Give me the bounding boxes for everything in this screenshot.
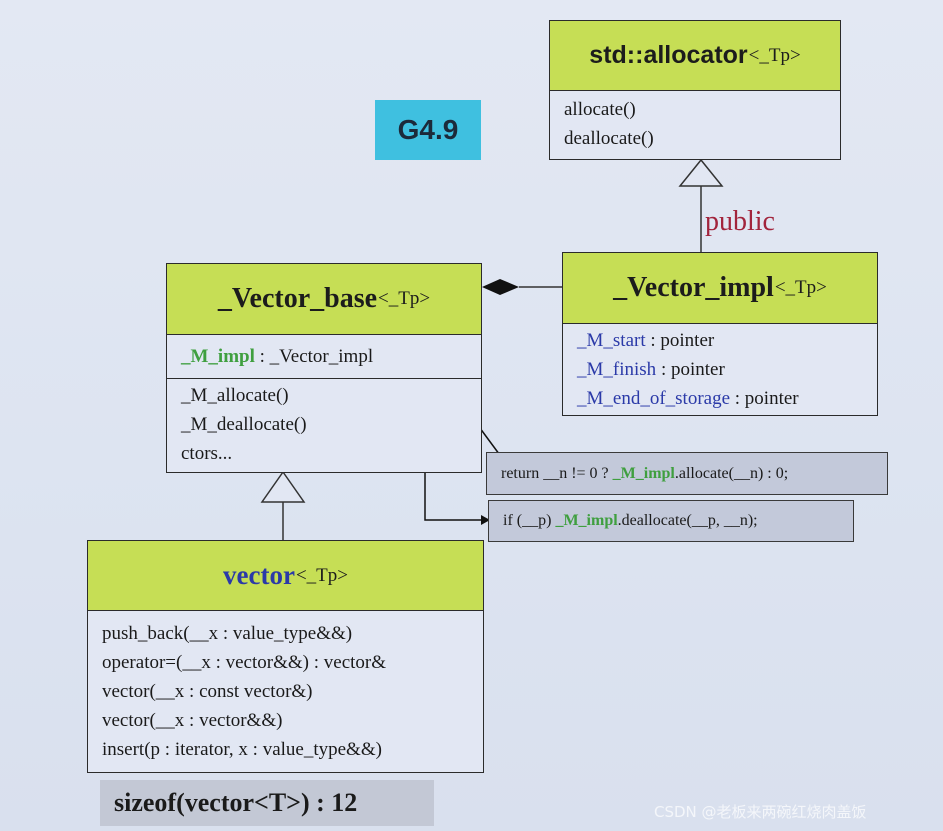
callout-text-post: .deallocate(__p, __n); — [617, 512, 758, 529]
vector-method: push_back(__x : value_type&&) — [102, 623, 353, 644]
vector-class-box: vector <_Tp> push_back(__x : value_type&… — [87, 540, 484, 773]
vector-base-field: _M_impl : _Vector_impl — [181, 342, 467, 371]
vector-method: insert(p : iterator, x : value_type&&) — [102, 739, 382, 760]
vector-impl-class-box: _Vector_impl <_Tp> _M_start : pointer _M… — [562, 252, 878, 416]
callout-text-pre: if (__p) — [503, 512, 556, 529]
vector-base-fields: _M_impl : _Vector_impl — [167, 335, 481, 379]
inheritance-label-public: public — [705, 206, 775, 237]
vector-base-methods: _M_allocate() _M_deallocate() ctors... — [167, 379, 481, 468]
callout-text-pre: return __n != 0 ? — [501, 464, 613, 482]
version-badge-text: G4.9 — [397, 114, 459, 145]
watermark: CSDN @老板来两碗红烧肉盖饭 — [654, 803, 867, 821]
vector-base-method: _M_deallocate() — [181, 414, 307, 435]
vector-impl-member: _M_finish : pointer — [577, 355, 863, 384]
vector-base-class-box: _Vector_base <_Tp> _M_impl : _Vector_imp… — [166, 263, 482, 473]
vector-method: operator=(__x : vector&&) : vector& — [102, 652, 387, 673]
allocator-class-name: std::allocator — [589, 41, 748, 69]
deallocate-leader-arrow — [481, 515, 490, 525]
allocator-tparam: <_Tp> — [748, 44, 801, 66]
allocator-method: allocate() — [564, 99, 636, 120]
allocator-methods: allocate() deallocate() — [550, 91, 840, 153]
vector-base-method: ctors... — [181, 443, 233, 464]
vector-base-method: _M_allocate() — [181, 385, 289, 406]
callout-text-post: .allocate(__n) : 0; — [674, 464, 789, 482]
member-name: _M_start — [577, 330, 646, 351]
member-type: : pointer — [656, 359, 725, 380]
member-name: _M_finish — [577, 359, 657, 380]
member-name: _M_end_of_storage — [577, 388, 731, 409]
vector-impl-members: _M_start : pointer _M_finish : pointer _… — [563, 324, 877, 413]
vector-class-name: vector — [223, 560, 295, 590]
vector-tparam: <_Tp> — [295, 564, 348, 586]
vector-base-class-header: _Vector_base <_Tp> — [167, 264, 481, 335]
vector-impl-class-header: _Vector_impl <_Tp> — [563, 253, 877, 324]
vector-inherit-arrow — [260, 470, 306, 503]
vector-base-tparam: <_Tp> — [378, 288, 431, 309]
vector-impl-tparam: <_Tp> — [774, 277, 827, 298]
composition-diamond — [482, 279, 519, 295]
vector-base-class-name: _Vector_base — [217, 283, 378, 314]
vector-method: vector(__x : const vector&) — [102, 681, 313, 702]
vector-method: vector(__x : vector&&) — [102, 710, 283, 731]
vector-class-header: vector <_Tp> — [88, 541, 483, 611]
vector-impl-member: _M_end_of_storage : pointer — [577, 384, 863, 413]
callout-impl: _M_impl — [555, 512, 618, 529]
field-name: _M_impl — [181, 346, 255, 367]
callout-impl: _M_impl — [612, 464, 675, 482]
allocator-class-header: std::allocator <_Tp> — [550, 21, 840, 91]
sizeof-note: sizeof(vector<T>) : 12 — [100, 780, 434, 826]
deallocate-callout: if (__p) _M_impl.deallocate(__p, __n); — [488, 500, 854, 542]
vector-methods: push_back(__x : value_type&&) operator=(… — [88, 611, 483, 764]
allocate-callout: return __n != 0 ? _M_impl.allocate(__n) … — [486, 452, 888, 495]
field-type: : _Vector_impl — [254, 346, 374, 367]
sizeof-note-text: sizeof(vector<T>) : 12 — [114, 788, 358, 817]
impl-inherit-arrow — [678, 158, 724, 187]
member-type: : pointer — [645, 330, 715, 351]
vector-impl-member: _M_start : pointer — [577, 326, 863, 355]
member-type: : pointer — [730, 388, 799, 409]
allocator-class-box: std::allocator <_Tp> allocate() dealloca… — [549, 20, 841, 160]
vector-impl-class-name: _Vector_impl — [613, 272, 774, 303]
version-badge: G4.9 — [375, 100, 481, 160]
allocator-method: deallocate() — [564, 128, 654, 149]
